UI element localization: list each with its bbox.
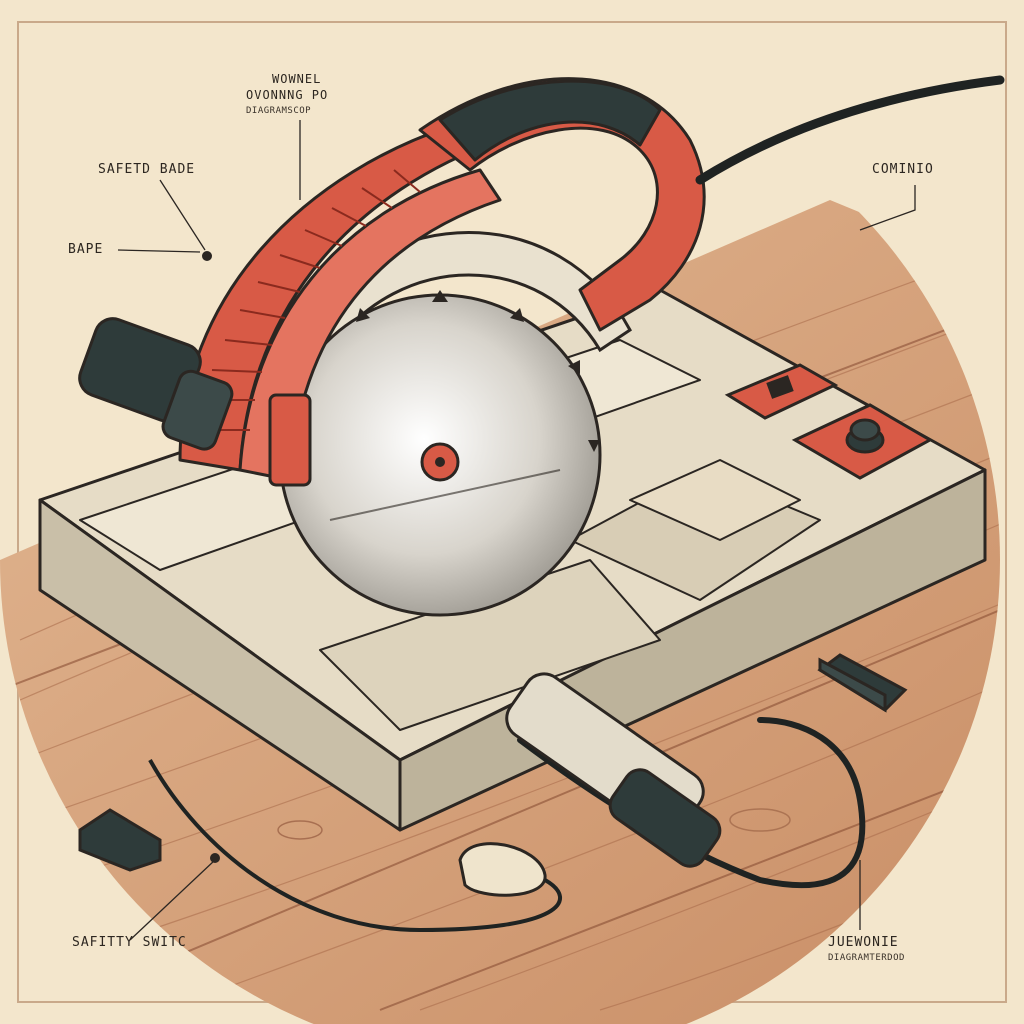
plug-icon <box>148 759 563 933</box>
label-top-line3: DIAGRAMSCOP <box>246 106 312 116</box>
label-dot <box>202 251 212 261</box>
label-top-line1: WOWNEL <box>272 72 322 86</box>
label-safety-blade: SAFETD BADE <box>98 162 196 177</box>
label-safety-switch: SAFITTY SWITC <box>72 935 187 950</box>
label-top-line2: OVONNNG PO <box>246 88 329 102</box>
saw-handle <box>418 77 706 332</box>
label-bottom-right-sub: DIAGRAMTERDOD <box>828 953 905 963</box>
label-cord-top: COMINIO <box>872 162 934 177</box>
spacer-block <box>817 653 908 713</box>
clip-part <box>78 808 162 872</box>
side-knob <box>78 317 234 451</box>
label-bottom-right: JUEWONIE <box>828 935 899 950</box>
label-dot <box>210 853 220 863</box>
label-blade: BAPE <box>68 242 104 257</box>
switch-panel <box>724 363 934 480</box>
connector-icon <box>505 672 722 868</box>
leader-lines <box>117 120 916 941</box>
